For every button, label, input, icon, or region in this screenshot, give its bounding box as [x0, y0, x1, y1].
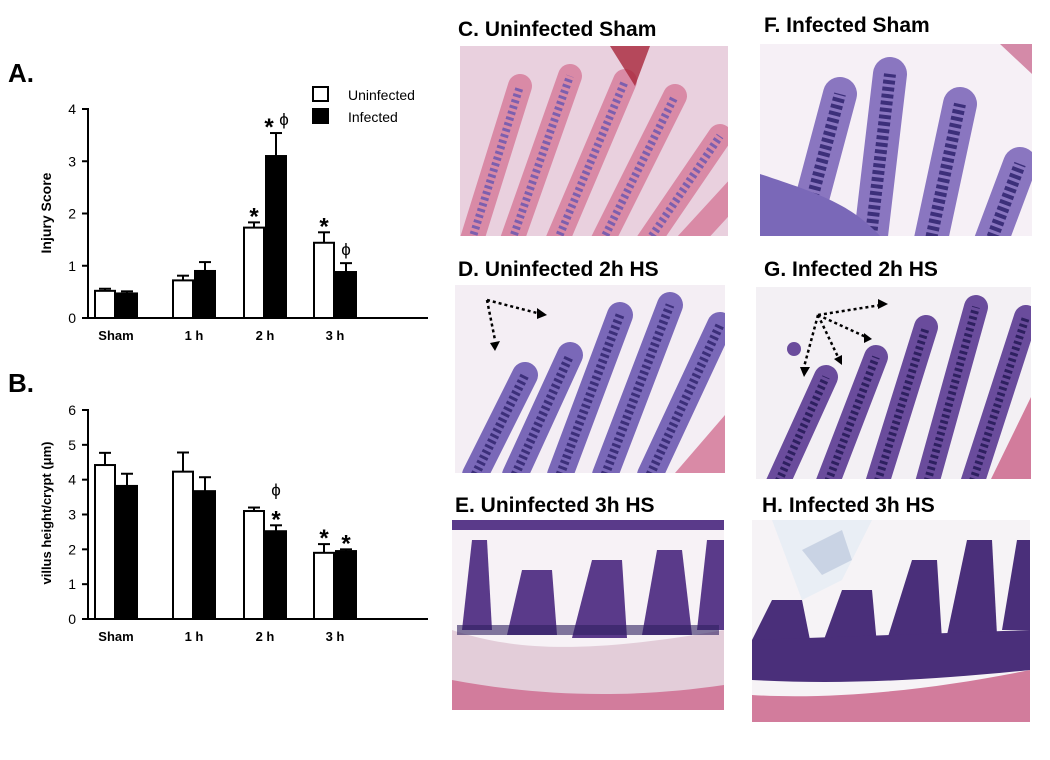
y-tick-label: 1 — [68, 576, 76, 592]
chart-a-ylabel: Injury Score — [38, 172, 54, 253]
legend-label-uninfected: Uninfected — [348, 87, 415, 103]
significance-marker: ϕ — [271, 480, 281, 499]
bar-infected-3h — [335, 271, 357, 319]
bar-infected-1h — [194, 490, 216, 620]
injury-score-chart: A. Injury Score 0 1 2 3 4 * * ϕ * ϕ Sham 1 h 2 h 3 … — [8, 58, 428, 343]
significance-marker: ϕ — [279, 110, 289, 129]
histology-image-d — [455, 285, 725, 473]
y-tick-label: 3 — [68, 507, 76, 523]
y-tick-label: 4 — [68, 472, 76, 488]
panel-g-title: G. Infected 2h HS — [764, 258, 938, 281]
bar-uninfected-3h — [313, 241, 335, 319]
legend-label-infected: Infected — [348, 109, 398, 125]
bar-uninfected-1h — [172, 279, 194, 320]
bar-infected-2h — [265, 530, 287, 620]
chart-b-ylabel: villus height/crypt (μm) — [39, 441, 54, 584]
panel-h-title: H. Infected 3h HS — [762, 494, 935, 517]
significance-marker: * — [249, 203, 259, 230]
panel-c-title: C. Uninfected Sham — [458, 18, 657, 41]
chart-a-legend: Uninfected Infected — [312, 86, 415, 125]
bar-infected-1h — [194, 269, 216, 320]
bar-uninfected-2h — [243, 510, 265, 620]
significance-marker: * — [271, 506, 281, 533]
bar-uninfected-3h — [313, 551, 335, 620]
y-tick-label: 1 — [68, 258, 76, 274]
chart-a-panel-label: A. — [8, 58, 34, 88]
y-tick-label: 2 — [68, 541, 76, 557]
bar-uninfected-sham — [94, 464, 116, 620]
category-label: 3 h — [326, 629, 345, 644]
category-label: 1 h — [185, 629, 204, 644]
villus-height-chart: B. villus height/crypt (μm) 0 1 2 3 4 5 6 * ϕ * *… — [8, 368, 428, 644]
y-tick-label: 6 — [68, 402, 76, 418]
significance-marker: * — [341, 530, 351, 557]
y-tick-label: 5 — [68, 437, 76, 453]
bar-infected-sham — [116, 292, 138, 320]
y-tick-label: 0 — [68, 611, 76, 627]
panel-f-title: F. Infected Sham — [764, 14, 930, 37]
chart-b-panel-label: B. — [8, 368, 34, 398]
significance-marker: * — [319, 213, 329, 240]
legend-swatch-uninfected — [312, 86, 329, 102]
y-tick-label: 2 — [68, 206, 76, 222]
histology-image-h — [752, 520, 1030, 722]
histology-image-e — [452, 520, 724, 710]
category-label: 2 h — [256, 629, 275, 644]
bar-infected-2h — [265, 155, 287, 319]
bar-uninfected-1h — [172, 470, 194, 620]
bar-infected-sham — [116, 484, 138, 621]
y-tick-label: 3 — [68, 153, 76, 169]
bar-charts: A. Injury Score 0 1 2 3 4 * * ϕ * ϕ Sham 1 h 2 h 3 … — [8, 58, 428, 644]
histology-image-g — [756, 287, 1031, 479]
bar-infected-3h — [335, 550, 357, 621]
histology-image-c — [460, 46, 728, 236]
y-tick-label: 0 — [68, 310, 76, 326]
category-label: 3 h — [326, 328, 345, 343]
y-tick-label: 4 — [68, 101, 76, 117]
panel-e-title: E. Uninfected 3h HS — [455, 494, 655, 517]
significance-marker: * — [319, 525, 329, 552]
category-label: 1 h — [185, 328, 204, 343]
histology-image-f — [760, 44, 1032, 236]
panel-d-title: D. Uninfected 2h HS — [458, 258, 659, 281]
category-label: 2 h — [256, 328, 275, 343]
bar-uninfected-2h — [243, 226, 265, 319]
category-label: Sham — [98, 328, 133, 343]
bar-uninfected-sham — [94, 289, 116, 319]
category-label: Sham — [98, 629, 133, 644]
legend-swatch-infected — [312, 108, 329, 124]
significance-marker: ϕ — [341, 240, 351, 259]
significance-marker: * — [264, 114, 274, 141]
